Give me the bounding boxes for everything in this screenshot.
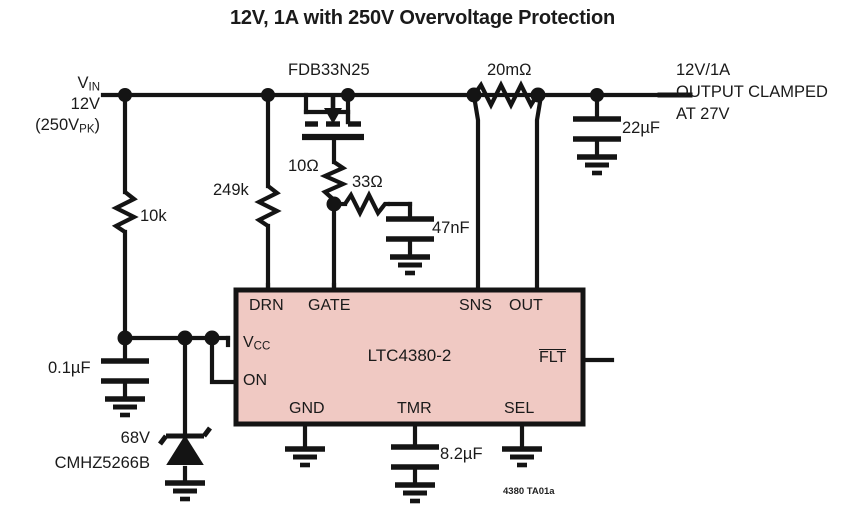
ic-pin-gate: GATE <box>308 297 351 314</box>
ground-zener <box>165 480 205 502</box>
output-line1: 12V/1A <box>676 61 731 79</box>
vin-peak-label: (250VPK) <box>35 116 100 136</box>
diagram-title: 12V, 1A with 250V Overvoltage Protection <box>229 7 616 29</box>
ic-pin-gnd: GND <box>289 400 325 417</box>
vin-voltage-label: 12V <box>70 95 100 113</box>
mosfet-symbol <box>302 95 364 141</box>
c-82uf-label: 8.2µF <box>440 445 483 463</box>
resistor-10ohm-symbol <box>319 160 349 202</box>
zener-part-label: CMHZ5266B <box>54 454 150 472</box>
wire-on-jumper <box>209 335 239 385</box>
wire-sns-to-ic <box>471 93 481 293</box>
ic-pin-out: OUT <box>509 297 543 314</box>
ground-47nf <box>390 254 430 276</box>
ground-01uf <box>105 396 145 418</box>
c-47nf-label: 47nF <box>432 219 470 237</box>
output-line2: OUTPUT CLAMPED <box>676 83 828 101</box>
r-249k-label: 249k <box>213 181 249 199</box>
wire-out-to-ic <box>534 93 544 293</box>
ic-pin-flt: FLT <box>539 349 567 366</box>
r-10ohm-label: 10Ω <box>288 157 319 175</box>
c-22uf-label: 22µF <box>622 119 660 137</box>
output-line3: AT 27V <box>676 105 730 123</box>
ground-sel-pin <box>502 446 542 468</box>
vin-label: VIN <box>77 74 100 94</box>
ic-pin-sns: SNS <box>459 297 492 314</box>
resistor-33ohm-symbol <box>343 190 390 218</box>
junction-dots <box>117 87 604 346</box>
mosfet-label: FDB33N25 <box>288 61 370 79</box>
c-01uf-label: 0.1µF <box>48 359 91 377</box>
ic-pin-vcc: VCC <box>243 334 271 353</box>
r-33ohm-label: 33Ω <box>352 173 383 191</box>
ic-pin-tmr: TMR <box>397 400 432 417</box>
ground-gnd-pin <box>285 446 325 468</box>
figure-caption: 4380 TA01a <box>503 486 555 497</box>
zener-voltage-label: 68V <box>120 429 150 447</box>
ic-part-number: LTC4380-2 <box>367 346 452 365</box>
r-10k-label: 10k <box>140 207 167 225</box>
zener-diode-symbol <box>158 426 212 465</box>
ic-pin-sel: SEL <box>504 400 535 417</box>
ground-symbols <box>105 154 617 504</box>
r-20mohm-label: 20mΩ <box>487 61 532 79</box>
resistor-10k-symbol <box>111 190 139 234</box>
ic-pin-on: ON <box>243 372 267 389</box>
ground-82uf <box>395 482 435 504</box>
ground-22uf <box>577 154 617 176</box>
ic-body-rect <box>233 287 586 427</box>
ic-pin-drn: DRN <box>249 297 284 314</box>
resistor-249k-symbol <box>254 184 282 228</box>
